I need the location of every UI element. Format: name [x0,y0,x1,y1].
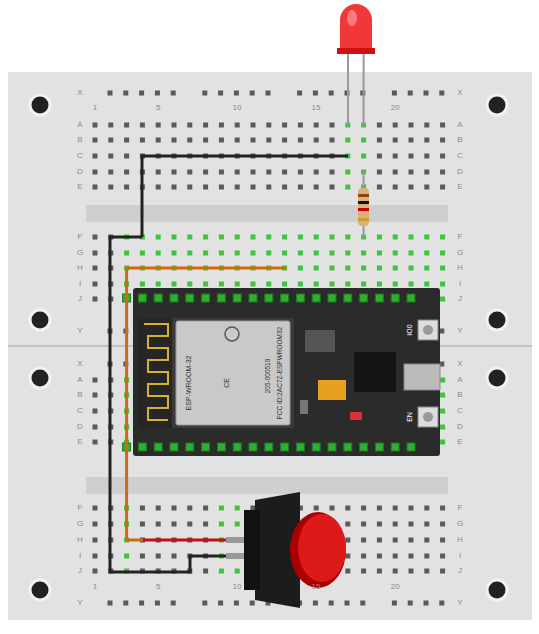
row-letter: E [457,438,462,446]
row-letter: A [457,121,462,129]
module-marking: FCC ID:2AC7Z-ESPWROOM32 [277,327,284,419]
row-letter: J [78,295,82,303]
column-number: 5 [156,583,160,591]
row-letter: Y [457,327,462,335]
row-letter: I [79,552,81,560]
button-label: IO0 [406,324,413,335]
power-wire [143,539,240,542]
row-letter: J [458,295,462,303]
column-number: 5 [156,104,160,112]
row-letter: F [458,233,463,241]
row-letter: H [77,264,83,272]
row-letter: Y [457,599,462,607]
column-number: 15 [312,104,321,112]
column-number: 10 [233,104,242,112]
column-number: 20 [391,104,400,112]
column-number: 20 [391,583,400,591]
center-channel [86,477,448,494]
row-letter: A [77,121,82,129]
row-letter: C [457,407,463,415]
row-letter: D [77,423,83,431]
button-label: EN [406,412,413,422]
row-letter: B [457,136,462,144]
resistor-symbol [358,188,369,226]
capacitor [318,380,346,400]
row-letter: H [77,536,83,544]
row-letter: X [77,360,82,368]
column-number: 10 [233,583,242,591]
row-letter: D [457,423,463,431]
esp-wroom-module: ESP-WROOM-32 CE 205-000519 FCC ID:2AC7Z-ESP… [176,321,290,425]
esp32-board: IO0EN ESP-WROOM-32 CE 205-000519 FCC ID:2AC7… [133,288,440,456]
pcb-antenna [144,324,168,420]
row-letter: X [457,360,462,368]
push-button [226,492,346,608]
esp32-board [123,288,440,456]
row-letter: Y [77,599,82,607]
row-letter: J [78,567,82,575]
row-letter: I [459,280,461,288]
row-letter: C [77,152,83,160]
row-letter: Y [77,327,82,335]
row-letter: B [77,391,82,399]
row-letter: A [457,376,462,384]
row-letter: X [457,89,462,97]
row-letter: X [77,89,82,97]
module-marking: ESP-WROOM-32 [185,356,192,411]
row-letter: D [457,168,463,176]
column-number: 1 [93,583,97,591]
module-marking: CE [223,378,230,388]
row-letter: H [457,536,463,544]
row-letter: H [457,264,463,272]
row-letter: D [77,168,83,176]
row-letter: E [457,183,462,191]
row-letter: F [78,233,83,241]
row-letter: I [79,280,81,288]
breadboard [8,72,532,620]
row-letter: C [77,407,83,415]
column-number: 15 [312,583,321,591]
row-letter: G [457,249,463,257]
row-letter: E [77,183,82,191]
center-channel [86,205,448,222]
gnd-wire [142,156,348,237]
row-letter: I [459,552,461,560]
espressif-logo [225,327,239,341]
column-number: 1 [93,104,97,112]
led-symbol [337,4,375,125]
usb-chip [354,352,396,392]
row-letter: B [457,391,462,399]
gnd-wire [110,237,240,572]
row-letter: J [458,567,462,575]
row-letter: F [78,504,83,512]
row-letter: G [77,520,83,528]
row-letter: G [77,249,83,257]
row-letter: B [77,136,82,144]
row-letter: E [77,438,82,446]
row-letter: C [457,152,463,160]
row-letter: F [458,504,463,512]
breadboard-bottom-half [8,346,532,620]
module-marking: 205-000519 [265,359,272,394]
row-letter: A [77,376,82,384]
row-letter: G [457,520,463,528]
micro-usb [404,364,440,390]
